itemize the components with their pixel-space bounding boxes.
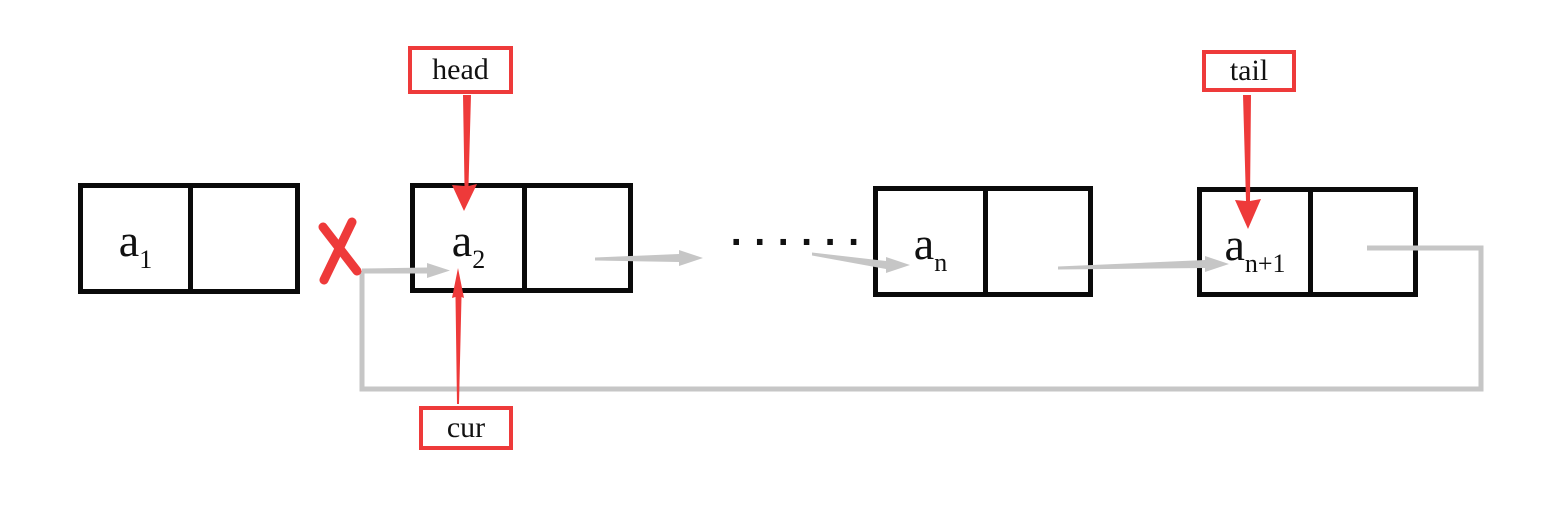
node-an-next-cell — [988, 191, 1088, 292]
head-label-text: head — [432, 53, 489, 86]
node-a1: a1 — [78, 183, 300, 294]
node-an1-next-cell — [1313, 192, 1413, 292]
node-an-label: an — [913, 218, 948, 277]
node-a1-data-cell: a1 — [83, 188, 193, 289]
head-pointer-label: head — [408, 46, 513, 94]
tail-pointer-label: tail — [1202, 50, 1296, 92]
node-an1-data-cell: an+1 — [1202, 192, 1313, 292]
cur-pointer-label: cur — [419, 406, 513, 450]
broken-link-x-icon — [318, 217, 362, 285]
node-an: an — [873, 186, 1093, 297]
cur-label-text: cur — [446, 411, 486, 444]
ellipsis-dots: ······ — [726, 223, 867, 263]
node-an1: an+1 — [1197, 187, 1418, 297]
node-a2-label: a2 — [451, 214, 486, 274]
node-a1-next-cell — [193, 188, 295, 289]
node-a2: a2 — [410, 183, 633, 293]
node-a2-next-cell — [527, 188, 628, 288]
node-an-data-cell: an — [878, 191, 988, 292]
node-a2-data-cell: a2 — [415, 188, 527, 288]
node-a1-label: a1 — [118, 215, 153, 274]
node-an1-label: an+1 — [1224, 218, 1286, 278]
tail-label-text: tail — [1229, 54, 1269, 87]
